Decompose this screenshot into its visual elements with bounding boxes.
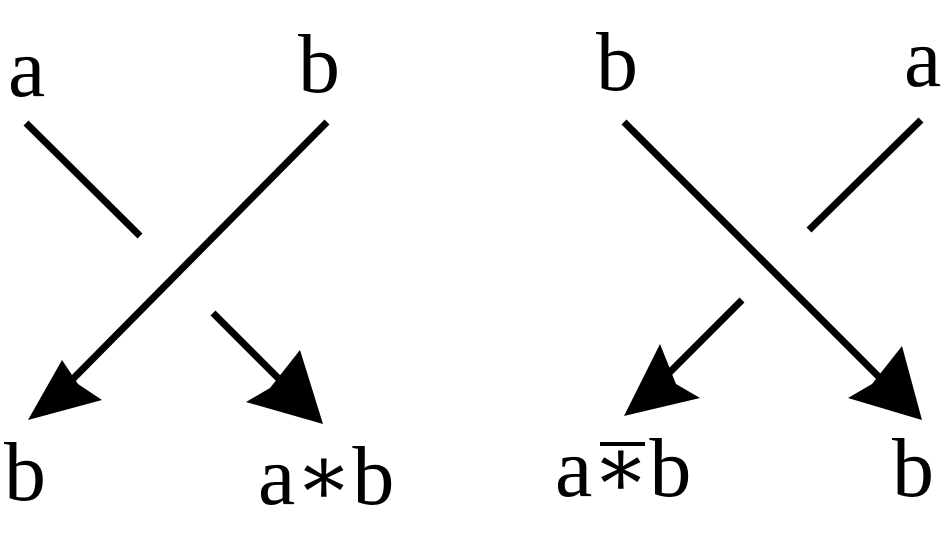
right-crossing: b a a∗b b	[555, 12, 941, 515]
right-over-strand	[621, 119, 891, 389]
left-under-strand-upper	[23, 120, 143, 239]
right-over-strand-arrowhead	[848, 346, 922, 420]
left-top-left-label: a	[8, 22, 45, 115]
left-bottom-right-label: a∗b	[258, 430, 394, 523]
left-over-strand	[59, 119, 330, 393]
right-top-right-label: a	[904, 12, 941, 105]
left-crossing: a b b a∗b	[4, 18, 394, 523]
right-under-strand-arrowhead	[624, 344, 700, 416]
left-bottom-left-label: b	[4, 426, 46, 519]
right-top-left-label: b	[596, 16, 638, 109]
left-top-right-label: b	[298, 18, 340, 111]
right-bottom-right-label: b	[892, 422, 934, 515]
right-under-strand-lower	[657, 297, 745, 385]
left-over-strand-arrowhead	[28, 360, 102, 420]
left-under-strand-lower	[210, 310, 293, 393]
right-bottom-left-label: a∗b	[555, 422, 691, 515]
right-under-strand-upper	[806, 117, 924, 233]
left-under-strand-arrowhead	[246, 350, 323, 424]
